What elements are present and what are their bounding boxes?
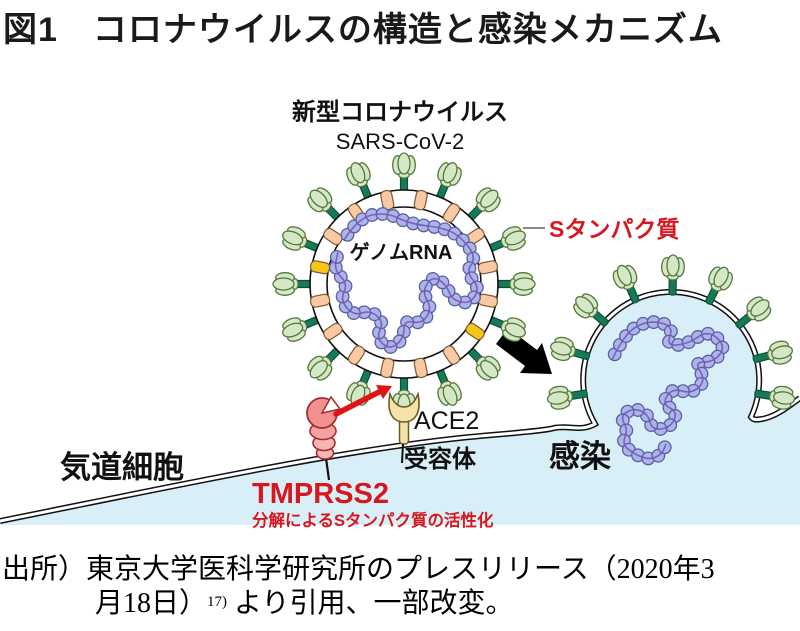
virus-particle: ゲノムRNA [272,152,536,416]
spike-protein-icon [392,152,416,194]
receptor-label: 受容体 [404,445,477,473]
spike-protein-icon [494,272,536,296]
airway-cell-body [0,291,800,525]
ace2-label: ACE2 [414,407,479,435]
genome-rna-label: ゲノムRNA [350,241,453,264]
virus-name-jp-label: 新型コロナウイルス [292,98,508,126]
caption-line2: 月18日）17) より引用、一部改変。 [95,588,514,619]
airway-cell-label: 気道細胞 [60,450,184,485]
genome-rna-chain [328,207,484,354]
figure-title: 図1 コロナウイルスの構造と感染メカニズム [3,11,723,49]
footnote-marker: 17) [207,594,228,610]
tmprss2-label: TMPRSS2 [252,478,389,510]
rna-entering-cell [607,315,730,466]
spike-protein-icon [272,272,314,296]
ace2-receptor [388,391,420,464]
cleavage-arrow-icon [333,385,392,417]
s-protein-label: Sタンパク質 [549,216,679,242]
caption-line1: 出所）東京大学医科学研究所のプレスリリース（2020年3 [2,554,715,585]
source-caption: 出所）東京大学医科学研究所のプレスリリース（2020年3 月18日）17) より… [2,553,800,620]
tmprss2-protein [306,395,342,481]
spike-protein-icon [660,254,686,296]
tmprss2-note: 分解によるSタンパク質の活性化 [252,510,494,530]
virus-name-en-label: SARS-CoV-2 [336,129,464,154]
infection-label: 感染 [549,439,611,474]
